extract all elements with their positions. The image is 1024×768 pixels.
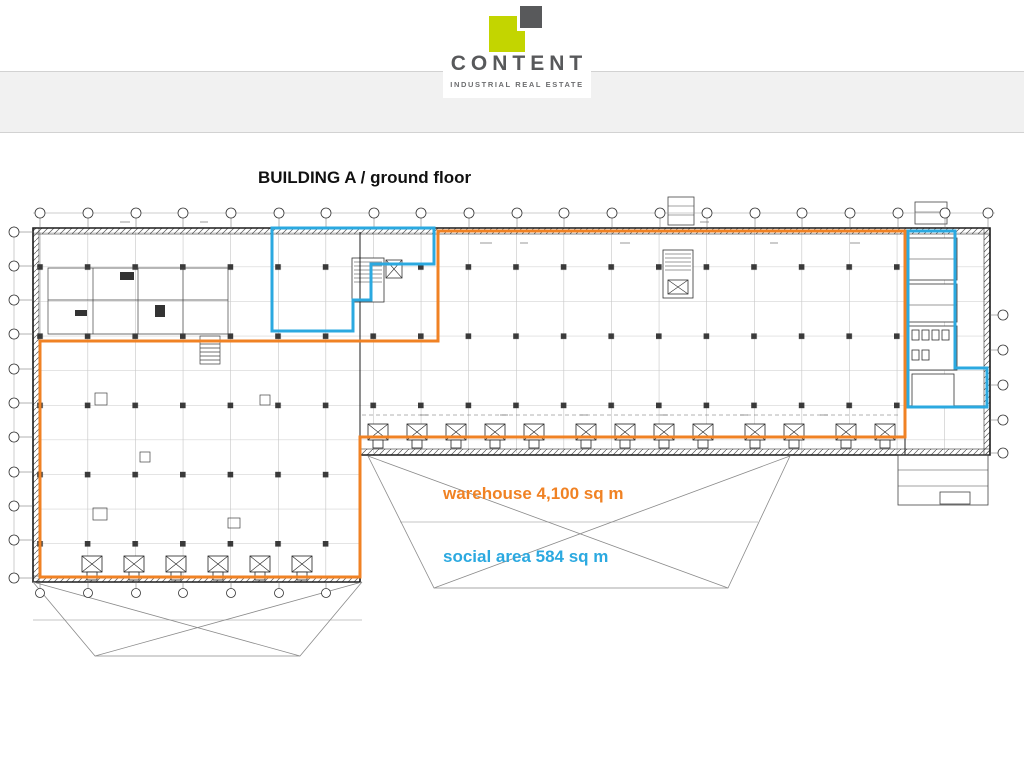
office-rooms xyxy=(47,267,271,529)
warehouse-area-label: warehouse 4,100 sq m xyxy=(443,484,624,503)
grid-bubbles-left xyxy=(8,226,33,584)
loading-docks-south xyxy=(362,414,900,449)
brand-name: CONTENT xyxy=(450,52,588,75)
stair-core-b xyxy=(662,249,694,299)
truck-apron xyxy=(367,455,791,589)
logo: CONTENT INDUSTRIAL REAL ESTATE xyxy=(443,0,591,98)
grid-bubbles-right xyxy=(990,309,1009,459)
social-area-label: social area 584 sq m xyxy=(443,547,609,566)
social-area-outline-left xyxy=(270,226,436,333)
column-grid xyxy=(36,236,986,576)
social-area-outline-right xyxy=(906,229,989,409)
ramp-apron-left xyxy=(32,581,363,657)
annotation-ticks xyxy=(120,221,860,416)
logo-dark-square-icon xyxy=(517,6,542,31)
right-service-block xyxy=(897,454,989,506)
plan-title: BUILDING A / ground floor xyxy=(258,168,472,187)
brand-tagline: INDUSTRIAL REAL ESTATE xyxy=(450,80,584,89)
warehouse-outline xyxy=(38,229,907,579)
social-area-outline xyxy=(270,226,989,409)
grid-bubbles-bottom xyxy=(35,582,331,598)
sanitary-block xyxy=(906,237,958,407)
grid-bubbles-top xyxy=(34,207,994,228)
roof-access-blocks xyxy=(667,196,948,226)
